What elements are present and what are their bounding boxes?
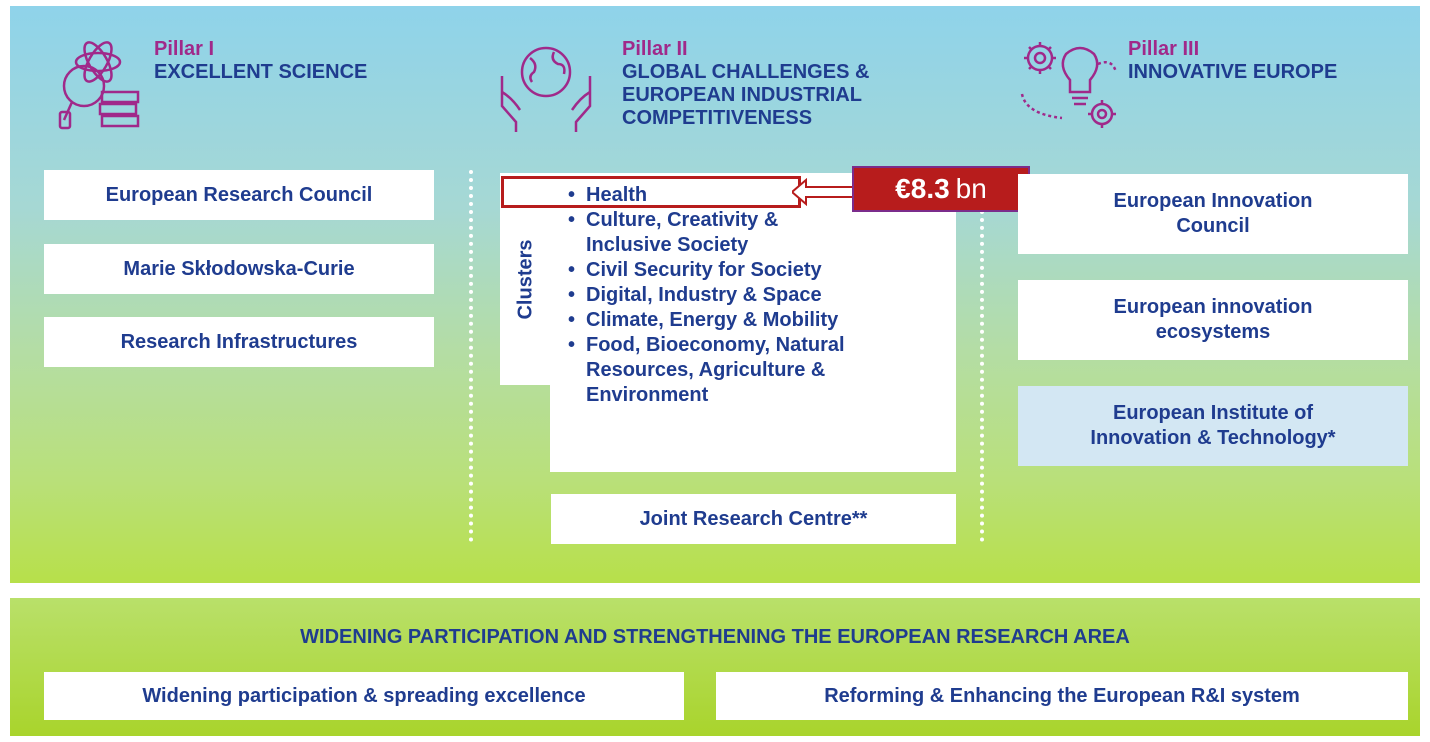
pillar-1-item: Marie Skłodowska-Curie bbox=[44, 244, 434, 294]
pillar-1-item: Research Infrastructures bbox=[44, 317, 434, 367]
budget-unit: bn bbox=[955, 173, 987, 204]
widening-heading: WIDENING PARTICIPATION AND STRENGTHENING… bbox=[300, 626, 1130, 648]
clusters-tab bbox=[500, 173, 552, 385]
pillar-3-item: European Innovation Council bbox=[1018, 174, 1408, 254]
pillar-1-heading: Pillar I EXCELLENT SCIENCE bbox=[154, 38, 367, 84]
pillar-3-item: European Institute of Innovation & Techn… bbox=[1018, 386, 1408, 466]
divider-left bbox=[469, 170, 473, 542]
cluster-item: Food, Bioeconomy, Natural Resources, Agr… bbox=[566, 333, 951, 408]
cluster-item: Civil Security for Society bbox=[566, 258, 951, 283]
pillar-1-number: Pillar I bbox=[154, 38, 215, 60]
cluster-item: Climate, Energy & Mobility bbox=[566, 308, 951, 333]
cluster-item: Culture, Creativity & Inclusive Society bbox=[566, 208, 951, 258]
pillar-2-number: Pillar II bbox=[622, 38, 688, 60]
pillar-2-name: GLOBAL CHALLENGES & EUROPEAN INDUSTRIAL … bbox=[622, 61, 870, 129]
widening-item: Widening participation & spreading excel… bbox=[44, 672, 684, 720]
health-highlight bbox=[501, 176, 801, 208]
cluster-item-health: Health bbox=[566, 183, 951, 208]
pillar-1-item: European Research Council bbox=[44, 170, 434, 220]
science-icon bbox=[46, 34, 142, 130]
pillar-3-item: European innovation ecosystems bbox=[1018, 280, 1408, 360]
left-arrow-icon bbox=[790, 177, 857, 211]
pillar-3-number: Pillar III bbox=[1128, 38, 1200, 60]
cluster-item: Digital, Industry & Space bbox=[566, 283, 951, 308]
widening-item: Reforming & Enhancing the European R&I s… bbox=[716, 672, 1408, 720]
lightbulb-gears-icon bbox=[1018, 34, 1122, 134]
pillar-3-name: INNOVATIVE EUROPE bbox=[1128, 61, 1338, 83]
pillar-1-name: EXCELLENT SCIENCE bbox=[154, 61, 368, 83]
clusters-box: Clusters Health Culture, Creativity & In… bbox=[500, 173, 956, 472]
budget-amount: €8.3 bbox=[895, 173, 950, 204]
budget-badge: €8.3 bn bbox=[852, 166, 1030, 212]
globe-hands-icon bbox=[496, 36, 596, 136]
pillar-3-heading: Pillar III INNOVATIVE EUROPE bbox=[1128, 38, 1337, 84]
pillar-2-extra: Joint Research Centre** bbox=[551, 494, 956, 544]
pillar-2-heading: Pillar II GLOBAL CHALLENGES & EUROPEAN I… bbox=[622, 38, 869, 130]
cluster-list: Health Culture, Creativity & Inclusive S… bbox=[566, 183, 951, 408]
divider-right bbox=[980, 170, 984, 542]
